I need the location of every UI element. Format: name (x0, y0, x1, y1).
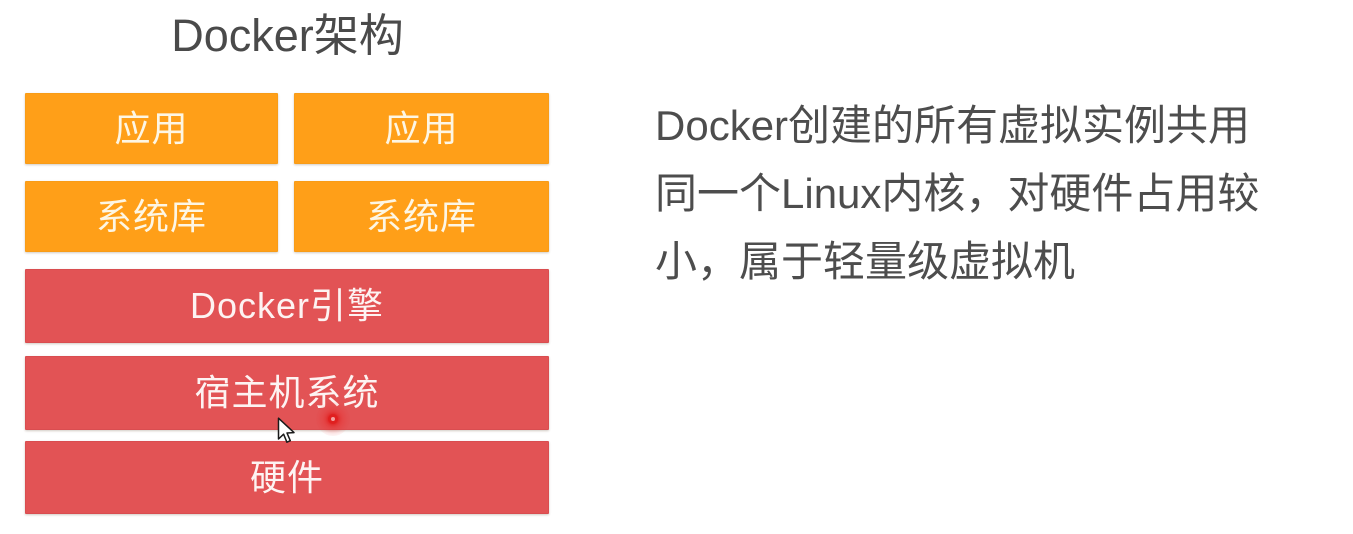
diagram-title: Docker架构 (171, 10, 404, 61)
docker-architecture-diagram: Docker架构 应用 应用 系统库 系统库 Docker引擎 宿主机系统 硬件 (0, 0, 600, 534)
layer-box-system-library-right: 系统库 (294, 181, 549, 252)
layer-box-label: 系统库 (365, 195, 477, 237)
layer-box-label: 硬件 (249, 456, 324, 498)
layer-box-label: 系统库 (95, 195, 207, 237)
layer-box-label: 应用 (384, 107, 459, 149)
description-text-block: Docker创建的所有虚拟实例共用 同一个Linux内核，对硬件占用较 小，属于… (655, 92, 1345, 296)
description-line-1: Docker创建的所有虚拟实例共用 (655, 102, 1251, 149)
layer-box-label: Docker引擎 (189, 285, 385, 326)
layer-box-label: 应用 (114, 107, 189, 149)
layer-box-hardware: 硬件 (25, 441, 549, 514)
layer-box-host-os: 宿主机系统 (25, 356, 549, 430)
layer-box-docker-engine: Docker引擎 (25, 269, 549, 343)
description-line-2: 同一个Linux内核，对硬件占用较 (655, 170, 1260, 217)
layer-box-system-library-left: 系统库 (25, 181, 278, 252)
description-line-3: 小，属于轻量级虚拟机 (655, 238, 1076, 285)
layer-box-application-left: 应用 (25, 93, 278, 164)
layer-box-label: 宿主机系统 (194, 372, 380, 413)
layer-box-application-right: 应用 (294, 93, 549, 164)
